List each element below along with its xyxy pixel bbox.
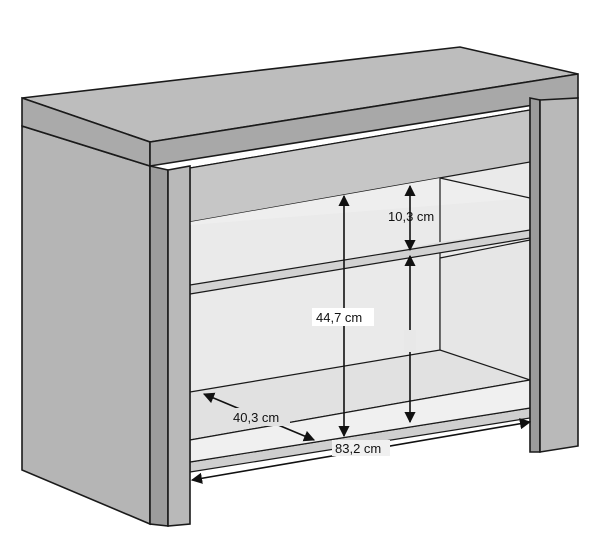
dim-label-width: 83,2 cm	[335, 441, 381, 456]
dim-label-bg-opening	[312, 308, 374, 326]
dim-label-depth: 40,3 cm	[233, 410, 279, 425]
dim-label-bg-width	[332, 440, 390, 456]
left-front-pillar-side	[149, 165, 169, 527]
left-front-pillar	[167, 165, 191, 527]
upper-inner-outline	[439, 177, 531, 199]
right-front-pillar	[539, 97, 579, 453]
right-front-pillar-side	[529, 97, 541, 453]
dim-gap-mask	[404, 330, 416, 352]
upper-inner-space	[190, 178, 530, 225]
dim-label-opening-height: 44,7 cm	[316, 310, 362, 325]
dim-label-upper-gap: 10,3 cm	[388, 209, 434, 224]
left-side-panel	[21, 124, 151, 526]
